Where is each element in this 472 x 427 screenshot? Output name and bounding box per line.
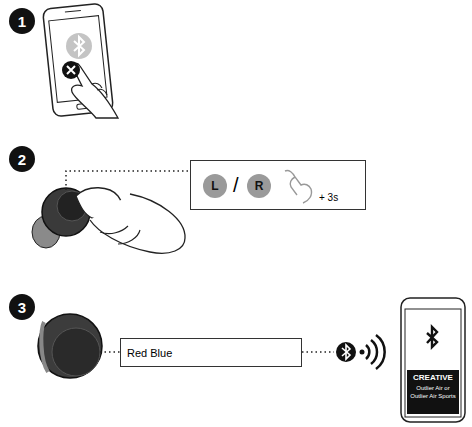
hand [90, 194, 185, 253]
bluetooth-icon [336, 342, 356, 362]
bluetooth-glyph [427, 327, 437, 347]
leader-line [302, 351, 334, 353]
cancel-glyph [67, 66, 75, 74]
node-text: R [247, 174, 271, 198]
left-key: L [203, 174, 227, 198]
step-number: 2 [9, 146, 35, 172]
cancel-icon [62, 61, 80, 79]
phone-screen [405, 309, 461, 417]
bluetooth-glyph [74, 37, 84, 55]
phone-step3 [401, 298, 465, 422]
node-text: CREATIVE [408, 374, 458, 382]
signal-waves [366, 335, 385, 369]
leader-line [66, 171, 190, 190]
earbud [38, 314, 102, 378]
signal-dot [360, 350, 365, 355]
node-text: / [233, 175, 239, 195]
bluetooth-glyph [342, 345, 350, 359]
instruction-box: / + 3s LR [190, 160, 366, 210]
hand-fingers [92, 83, 107, 95]
right-key: R [247, 174, 271, 198]
node-text: Outlier Air or Outlier Air Sports [408, 385, 458, 400]
product-label: CREATIVE Outlier Air or Outlier Air Sport… [407, 370, 459, 414]
step-number: 3 [9, 294, 35, 320]
node-text: 1 [9, 8, 35, 34]
led-box: Red Blue [120, 338, 302, 367]
leader-line [100, 351, 120, 353]
bluetooth-icon-grey [66, 33, 92, 59]
node-text: L [203, 174, 227, 198]
tap-hand-icon [279, 165, 319, 205]
earbud-face [52, 328, 100, 376]
step-number: 1 [9, 8, 35, 34]
node-text: + 3s [319, 193, 338, 203]
hand-lines [100, 226, 140, 244]
node-text: Red Blue [127, 348, 172, 359]
earbud-rim [41, 322, 48, 372]
node-text: 2 [9, 146, 35, 172]
node-text: 3 [9, 294, 35, 320]
